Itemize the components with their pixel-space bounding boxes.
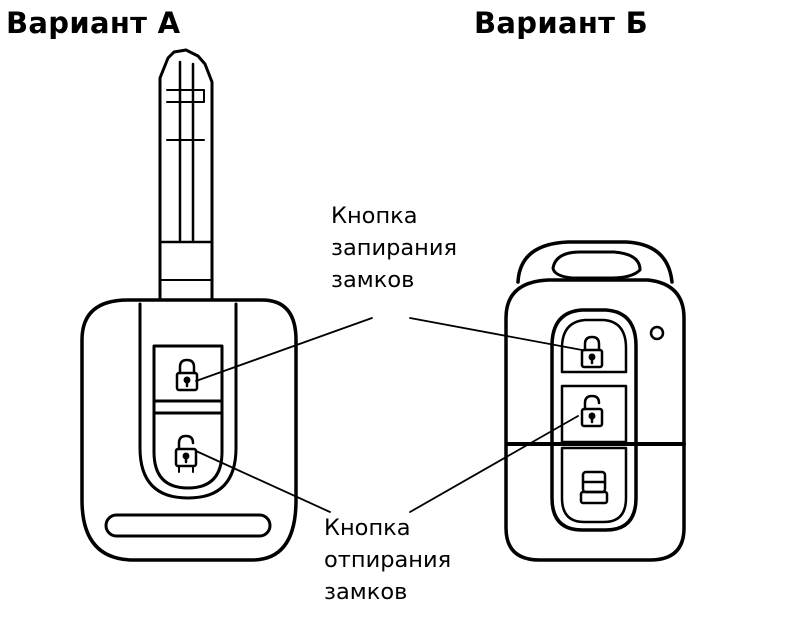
key-b-unlock-icon — [580, 394, 604, 428]
key-b-button-unlock — [560, 384, 628, 444]
leader-lock-to-a — [195, 317, 373, 382]
unlock-button-callout: Кнопка отпирания замков — [324, 512, 451, 608]
leader-unlock-to-b — [409, 415, 579, 513]
variant-a-title: Вариант А — [6, 6, 181, 40]
leader-unlock-to-a — [195, 450, 331, 513]
key-b-loop-hole — [551, 250, 642, 280]
leader-lock-to-b — [409, 317, 583, 351]
callout-unlock-line-3: замков — [324, 579, 408, 605]
callout-unlock-line-1: Кнопка — [324, 515, 411, 541]
callout-lock-line-3: замков — [331, 267, 415, 293]
key-b-button-channel — [550, 308, 638, 532]
key-a-button-pad — [152, 344, 224, 490]
key-b-button-trunk — [560, 446, 628, 524]
key-a-head — [80, 298, 298, 562]
callout-unlock-line-2: отпирания — [324, 547, 452, 573]
lock-button-callout: Кнопка запирания замков — [331, 200, 457, 296]
key-a-slot — [104, 513, 272, 538]
key-b-led — [649, 325, 665, 341]
key-b-top-loop — [516, 240, 674, 284]
leader-lines — [195, 317, 583, 513]
key-a — [80, 48, 298, 562]
key-b-body — [504, 278, 686, 562]
key-b — [504, 240, 686, 562]
callout-lock-line-2: запирания — [331, 235, 458, 261]
callout-lock-line-1: Кнопка — [331, 203, 418, 229]
key-a-unlock-icon — [174, 434, 198, 473]
key-b-button-lock — [560, 318, 628, 374]
key-b-lock-icon — [580, 335, 604, 369]
variant-b-title: Вариант Б — [474, 6, 649, 40]
key-a-blade — [158, 48, 214, 302]
key-b-trunk-icon — [579, 470, 609, 505]
key-a-lock-icon — [175, 358, 199, 392]
